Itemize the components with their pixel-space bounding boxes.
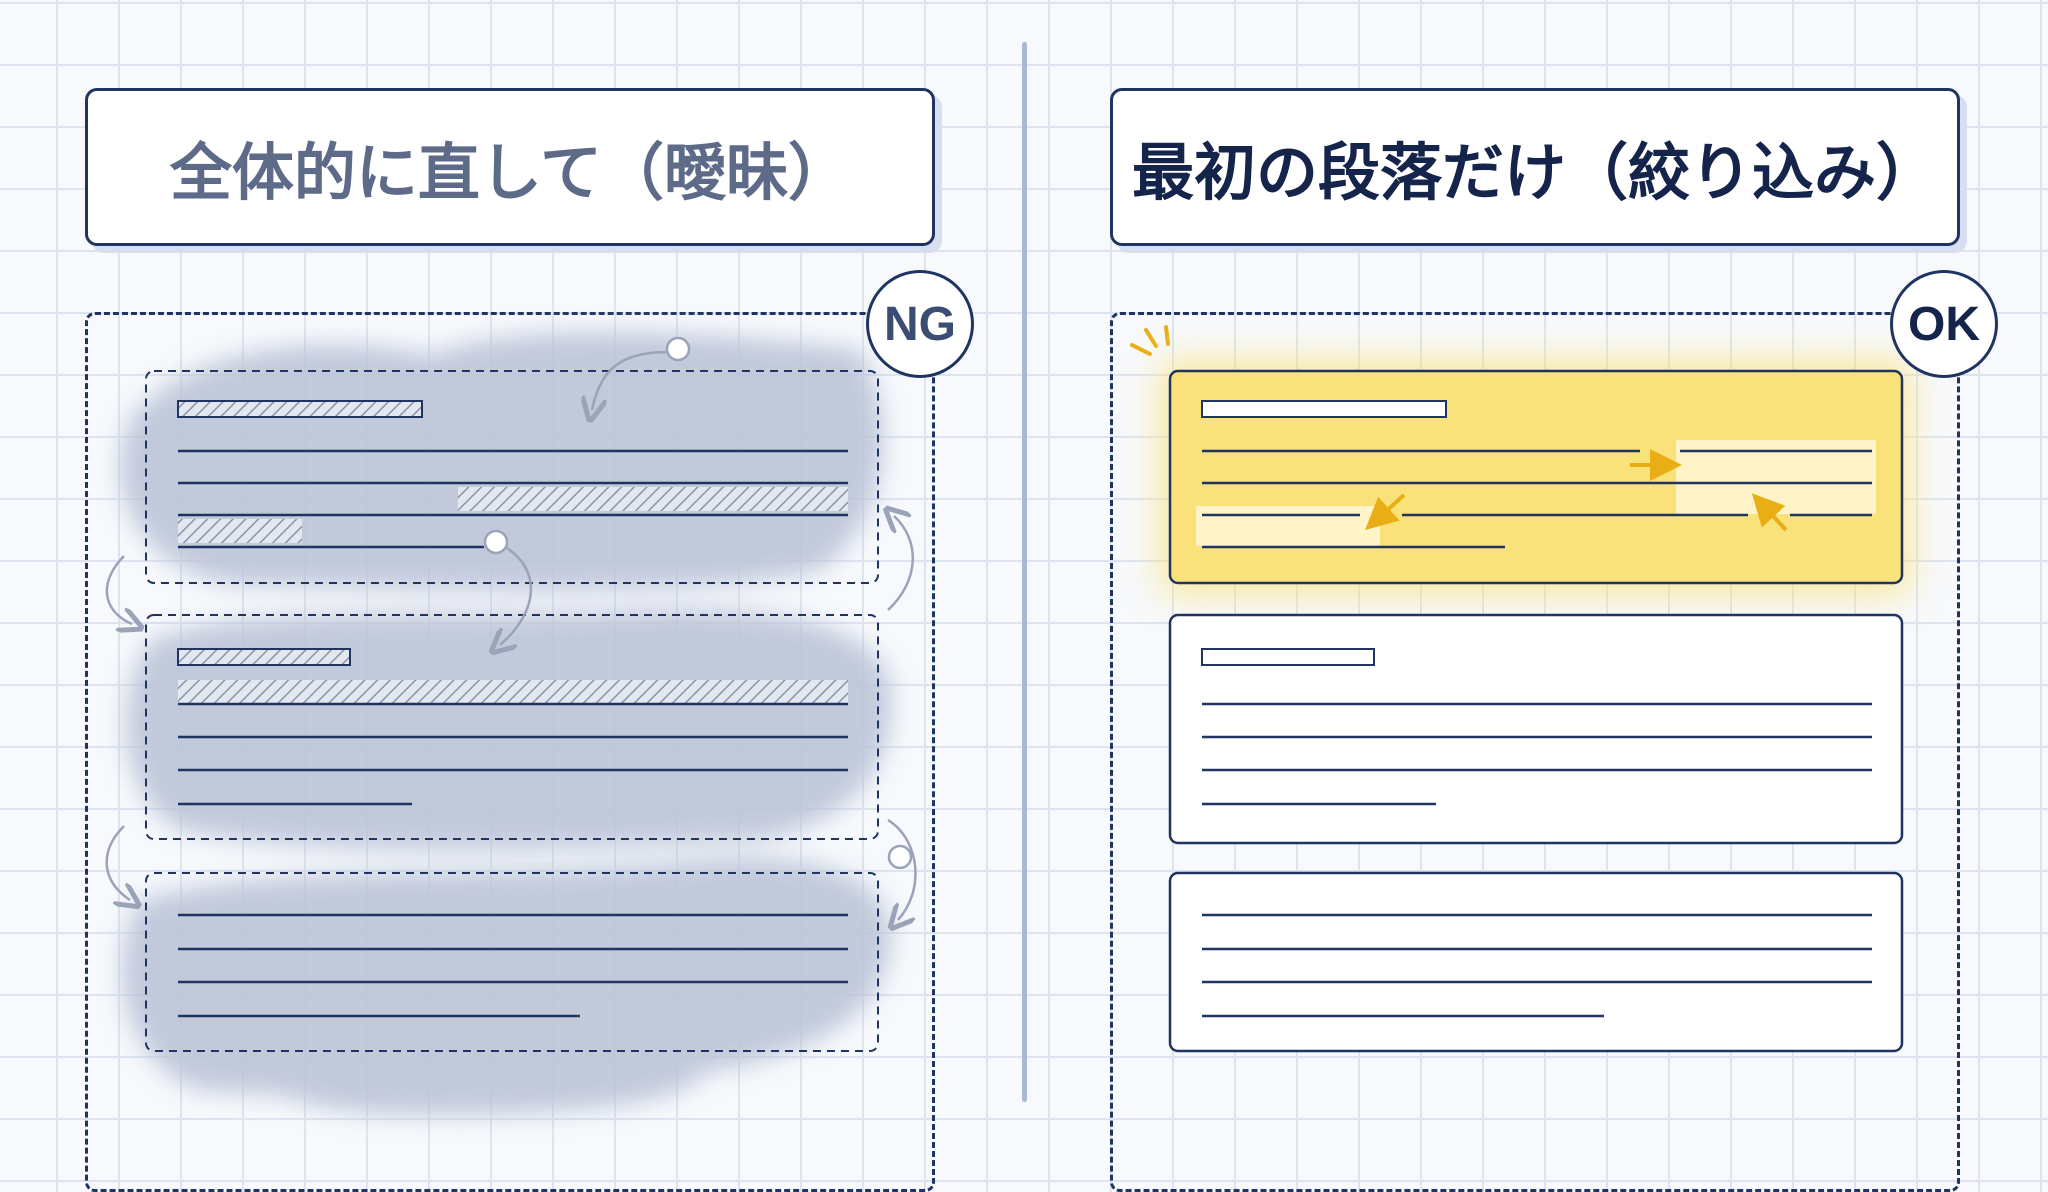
ng-title-text: 全体的に直して（曖昧） bbox=[169, 136, 851, 209]
ok-paragraph-2 bbox=[1168, 613, 1904, 845]
ng-scatter-arrows bbox=[105, 336, 917, 920]
ok-edit-arrows bbox=[1365, 449, 1788, 532]
ng-smudge bbox=[120, 331, 892, 1115]
center-divider bbox=[1022, 42, 1027, 1102]
ng-badge-text: NG bbox=[884, 297, 956, 351]
ok-paragraph-3 bbox=[1168, 871, 1904, 1053]
ng-paragraph-2 bbox=[145, 614, 879, 840]
ng-badge: NG bbox=[866, 270, 974, 378]
ok-title-box: 最初の段落だけ（絞り込み） bbox=[1110, 88, 1960, 246]
ok-badge-text: OK bbox=[1908, 297, 1980, 351]
ok-paragraph-1-highlighted bbox=[1160, 360, 1910, 594]
ng-paragraph-3 bbox=[145, 872, 879, 1052]
ng-title-box: 全体的に直して（曖昧） bbox=[85, 88, 935, 246]
ok-title-text: 最初の段落だけ（絞り込み） bbox=[1131, 136, 1938, 209]
diagram-illustration bbox=[105, 325, 1910, 1115]
ok-badge: OK bbox=[1890, 270, 1998, 378]
ok-sparkle-icon bbox=[1130, 325, 1170, 356]
ng-paragraph-1 bbox=[145, 370, 879, 584]
